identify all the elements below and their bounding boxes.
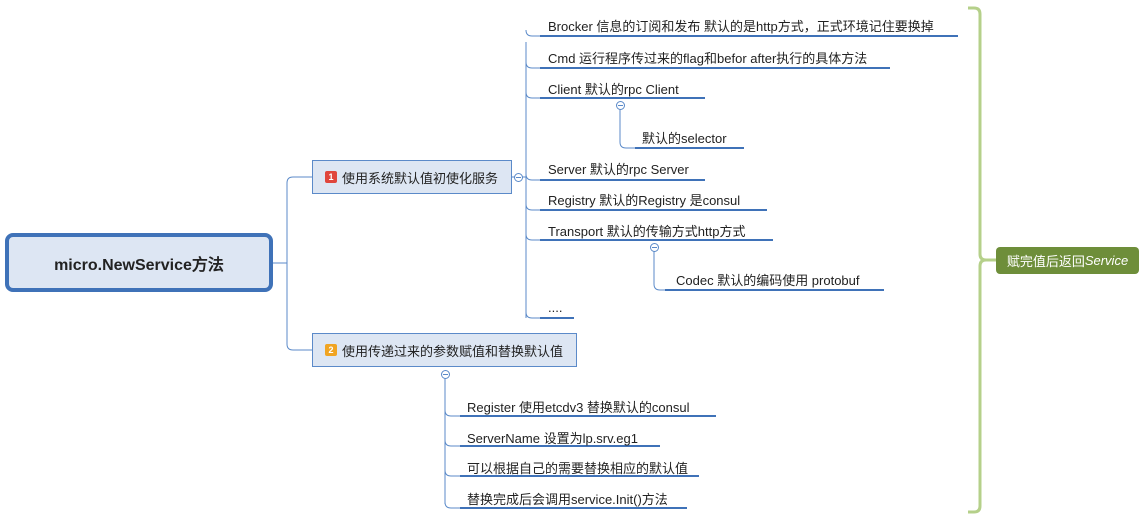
root-to-branch2-line	[286, 263, 312, 351]
summary-bracket	[968, 6, 996, 514]
leaf-cmd[interactable]: Cmd 运行程序传过来的flag和befor after执行的具体方法	[548, 51, 868, 66]
root-node[interactable]: micro.NewService方法	[5, 233, 273, 292]
leaf-replace-defaults[interactable]: 可以根据自己的需要替换相应的默认值	[467, 461, 689, 476]
priority-2-badge: 2	[325, 344, 337, 356]
leaf-transport[interactable]: Transport 默认的传输方式http方式	[548, 224, 746, 239]
leaf-client[interactable]: Client 默认的rpc Client	[548, 82, 679, 97]
summary-label: 赋完值后返回	[1006, 254, 1085, 269]
leaf-brocker[interactable]: Brocker 信息的订阅和发布 默认的是http方式，正式环境记住要换掉	[548, 19, 934, 34]
leaf-servername[interactable]: ServerName 设置为lp.srv.eg1	[467, 431, 638, 446]
collapse-toggle-icon[interactable]	[616, 101, 625, 110]
root-to-branch1-line	[273, 176, 312, 264]
branch-label: 使用系统默认值初使化服务	[342, 170, 499, 186]
collapse-toggle-icon[interactable]	[441, 370, 450, 379]
collapse-toggle-icon[interactable]	[514, 173, 523, 182]
leaf-registry[interactable]: Registry 默认的Registry 是consul	[548, 193, 741, 208]
leaf-service-init[interactable]: 替换完成后会调用service.Init()方法	[467, 492, 668, 507]
branch-label: 使用传递过来的参数赋值和替换默认值	[342, 343, 564, 359]
leaf-selector[interactable]: 默认的selector	[642, 131, 727, 146]
collapse-toggle-icon[interactable]	[650, 243, 659, 252]
root-label: micro.NewService方法	[54, 256, 224, 274]
leaf-ellipsis[interactable]: ....	[548, 300, 563, 315]
summary-emphasis: Service	[1084, 253, 1129, 268]
priority-1-badge: 1	[325, 171, 337, 183]
leaf-server[interactable]: Server 默认的rpc Server	[548, 162, 689, 177]
leaf-codec[interactable]: Codec 默认的编码使用 protobuf	[676, 273, 860, 288]
branch-node-override[interactable]: 2 使用传递过来的参数赋值和替换默认值	[312, 333, 577, 367]
leaf-register[interactable]: Register 使用etcdv3 替换默认的consul	[467, 400, 690, 415]
branch-node-defaults[interactable]: 1 使用系统默认值初使化服务	[312, 160, 512, 194]
